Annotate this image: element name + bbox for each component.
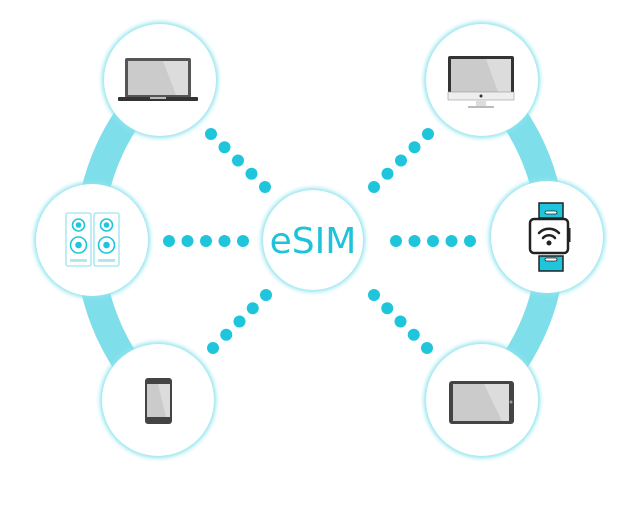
connection-dot [445,235,458,247]
connection-dot [407,328,420,341]
connection-dot [205,128,217,140]
connection-dot [163,235,175,247]
smartphone-icon [145,378,172,424]
connection-dot [381,302,394,315]
connection-dot [245,167,258,180]
connection-dot [422,128,434,140]
connection-dot [381,167,394,180]
connection-dot [390,235,402,247]
connection-dot [260,289,272,301]
connection-dot [218,235,231,247]
esim-label: eSIM [270,221,357,262]
connection-dot [394,315,407,328]
connection-dot [220,328,233,341]
smartwatch-icon [528,202,571,272]
device-node-speakers [34,182,150,298]
monitor-icon [447,56,515,108]
connection-dot [408,235,421,247]
connection-dot [464,235,476,247]
speakers-icon [65,212,120,267]
esim-hub: eSIM [261,188,365,292]
connection-dot [200,235,212,247]
connection-dot [232,154,244,167]
connection-dot [218,141,231,154]
connection-dot [233,315,246,328]
connection-dot [237,235,249,247]
connection-dot [395,154,407,167]
dotted-connections [163,128,476,354]
connection-dot [368,181,380,193]
connection-dot [421,342,433,354]
connection-dot [427,235,439,247]
connection-dot [259,181,271,193]
connection-dot [408,141,421,154]
connection-dot [368,289,380,301]
connection-dot [181,235,194,247]
laptop-icon [118,58,198,101]
connection-dot [207,342,219,354]
tablet-icon [449,381,514,424]
connection-dot [246,302,259,315]
